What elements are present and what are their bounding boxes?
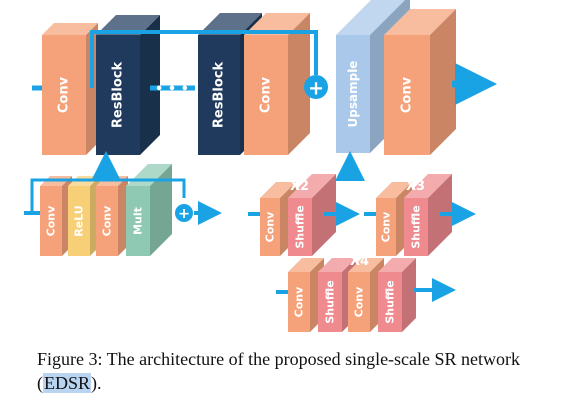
caption-prefix: Figure 3: The architecture of the propos… [37, 349, 521, 393]
x2-shuffle-label: Shuffle [294, 205, 307, 248]
main-upsample-label: Upsample [346, 61, 360, 128]
main-conv-2 [244, 13, 310, 155]
x2-shuffle [288, 174, 336, 256]
x4-shuffle-2 [378, 258, 416, 332]
res-mult-label: Mult [132, 207, 145, 235]
x2-scale-label: X2 [290, 179, 309, 194]
figure-caption: Figure 3: The architecture of the propos… [37, 347, 557, 395]
res-skip-line [30, 178, 186, 213]
main-conv-3-label: Conv [400, 76, 415, 113]
global-add-node-sign: + [308, 77, 324, 100]
x4-shuffle-1-label: Shuffle [324, 280, 337, 323]
main-conv-2-label: Conv [259, 76, 274, 113]
res-add-node-sign: + [178, 206, 190, 222]
main-conv-1 [42, 23, 98, 155]
ellipsis-dots: • • • [155, 82, 189, 97]
global-skip-line [90, 30, 318, 88]
res-add-node [175, 204, 193, 222]
main-resblock-1-label: ResBlock [111, 62, 126, 129]
res-conv-2-label: Conv [101, 205, 114, 236]
x3-conv-label: Conv [380, 211, 393, 242]
caption-highlight-edsr: EDSR [43, 373, 92, 393]
x4-shuffle-2-label: Shuffle [384, 280, 397, 323]
caption-suffix: ). [91, 373, 102, 393]
main-conv-3 [384, 9, 456, 155]
res-mult [126, 164, 172, 256]
x4-conv-1-label: Conv [293, 286, 306, 317]
res-relu-label: ReLU [73, 205, 86, 236]
global-add-node [304, 75, 328, 99]
res-conv-1-label: Conv [45, 205, 58, 236]
main-conv-1-label: Conv [57, 76, 72, 113]
x2-conv-label: Conv [264, 211, 277, 242]
x3-scale-label: X3 [406, 179, 425, 194]
x4-scale-label: X4 [350, 254, 369, 269]
main-resblock-n-label: ResBlock [212, 62, 227, 129]
x3-shuffle-label: Shuffle [410, 205, 423, 248]
x4-conv-2-label: Conv [353, 286, 366, 317]
main-resblock-1 [96, 15, 160, 155]
